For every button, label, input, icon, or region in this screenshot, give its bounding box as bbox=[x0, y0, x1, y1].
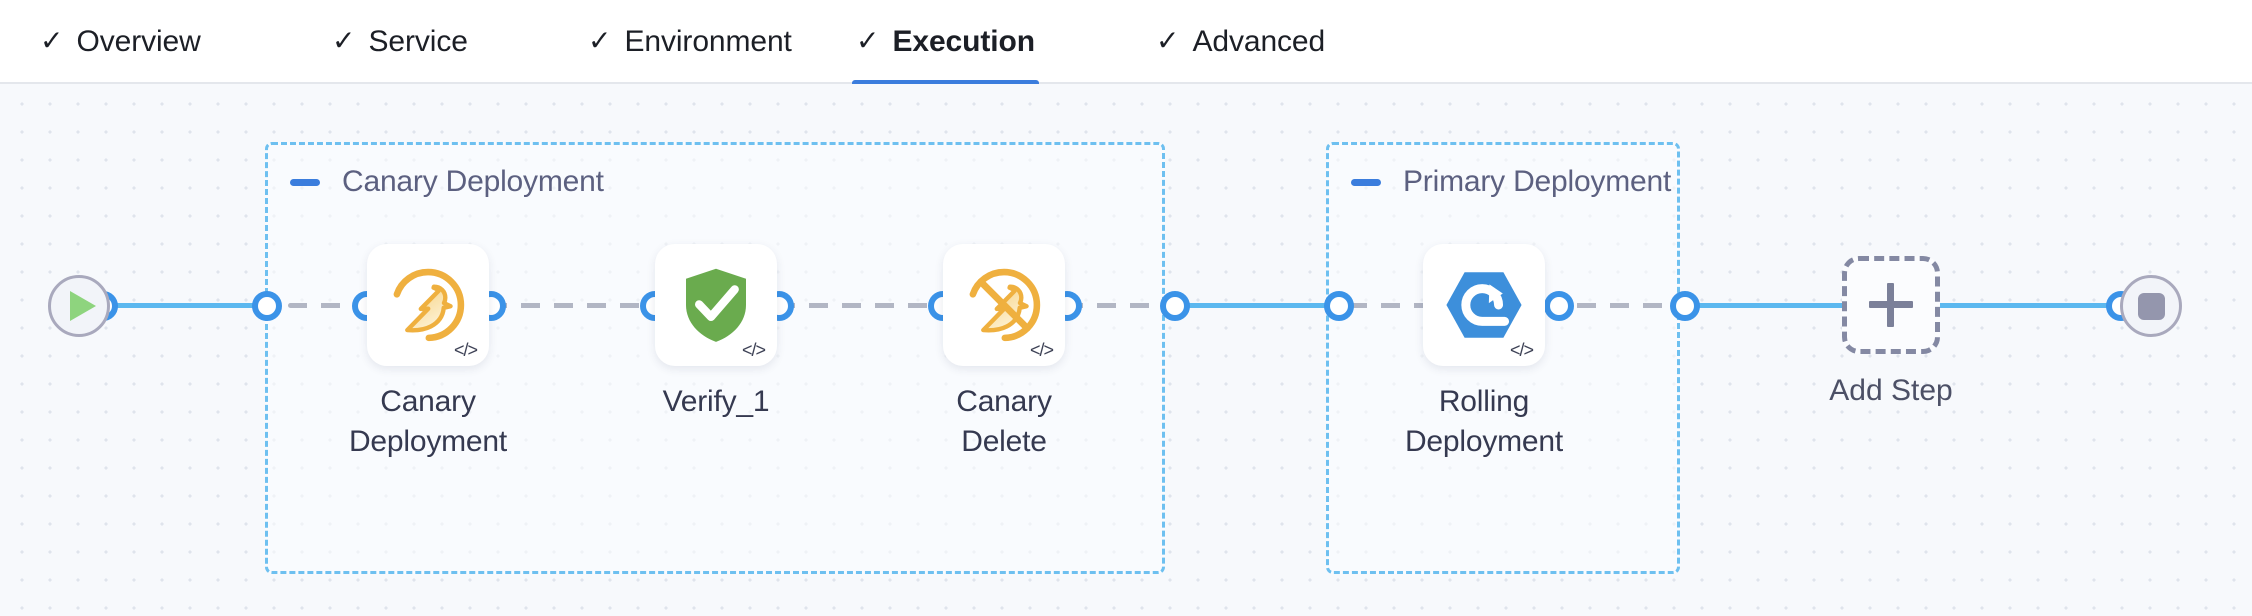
step-card[interactable]: </> bbox=[1423, 244, 1545, 366]
tab-advanced[interactable]: ✓ Advanced bbox=[1152, 0, 1329, 84]
check-icon: ✓ bbox=[332, 25, 356, 56]
edge-canary-delete-to-group-exit bbox=[1064, 303, 1164, 308]
step-card[interactable]: </> bbox=[367, 244, 489, 366]
rolling-deploy-icon bbox=[1444, 268, 1524, 342]
step-card[interactable]: </> bbox=[655, 244, 777, 366]
stop-icon bbox=[2137, 292, 2165, 320]
group-title: Canary Deployment bbox=[342, 165, 604, 198]
tab-label: Service bbox=[368, 25, 468, 58]
tab-label: Overview bbox=[76, 25, 201, 58]
step-verify-1[interactable]: </> Verify_1 bbox=[655, 244, 777, 418]
tab-execution[interactable]: ✓ Execution bbox=[852, 0, 1039, 86]
check-icon: ✓ bbox=[856, 25, 880, 56]
edge-start-to-canary-group bbox=[100, 303, 276, 308]
check-icon: ✓ bbox=[1156, 25, 1180, 56]
canary-bird-icon bbox=[389, 266, 467, 344]
pipeline-end-node[interactable] bbox=[2120, 275, 2182, 337]
step-card[interactable]: </> bbox=[943, 244, 1065, 366]
tab-environment[interactable]: ✓ Environment bbox=[584, 0, 796, 84]
step-canary-deployment[interactable]: </> Canary Deployment bbox=[349, 244, 507, 458]
group-title: Primary Deployment bbox=[1403, 165, 1672, 198]
step-label: Rolling Deployment bbox=[1404, 385, 1564, 458]
edge-primary-group-to-add-step bbox=[1682, 303, 1850, 308]
step-label: Verify_1 bbox=[662, 385, 770, 418]
group-header: Primary Deployment bbox=[1351, 165, 1671, 199]
add-step-box[interactable] bbox=[1842, 256, 1940, 354]
check-icon: ✓ bbox=[40, 25, 64, 56]
port-rolling-output[interactable] bbox=[1544, 291, 1574, 321]
canary-delete-icon bbox=[965, 266, 1043, 344]
minus-icon[interactable] bbox=[290, 178, 320, 186]
port-canary-group-output[interactable] bbox=[1160, 291, 1190, 321]
port-canary-group-input[interactable] bbox=[252, 291, 282, 321]
tab-label: Execution bbox=[892, 25, 1035, 58]
code-icon[interactable]: </> bbox=[741, 340, 766, 360]
add-step-label: Add Step bbox=[1829, 374, 1953, 407]
pipeline-start-node[interactable] bbox=[48, 275, 110, 337]
wizard-tab-bar: ✓ Overview ✓ Service ✓ Environment ✓ Exe… bbox=[0, 0, 2252, 86]
edge-canary-group-to-primary-group bbox=[1172, 303, 1340, 308]
edge-verify-to-canary-delete bbox=[776, 303, 952, 308]
tab-label: Environment bbox=[624, 25, 792, 58]
play-icon bbox=[70, 291, 96, 321]
port-primary-group-input[interactable] bbox=[1324, 291, 1354, 321]
check-icon: ✓ bbox=[588, 25, 612, 56]
step-label: Canary Delete bbox=[956, 385, 1052, 458]
code-icon[interactable]: </> bbox=[1509, 340, 1534, 360]
minus-icon[interactable] bbox=[1351, 178, 1381, 186]
edge-canary-deployment-to-verify bbox=[488, 303, 664, 308]
edge-group-to-rolling-deployment bbox=[1348, 303, 1436, 308]
add-step-button[interactable]: Add Step bbox=[1829, 256, 1953, 407]
group-header: Canary Deployment bbox=[290, 165, 604, 199]
tab-overview[interactable]: ✓ Overview bbox=[36, 0, 205, 84]
code-icon[interactable]: </> bbox=[1029, 340, 1054, 360]
green-shield-check-icon bbox=[678, 265, 754, 345]
step-rolling-deployment[interactable]: </> Rolling Deployment bbox=[1405, 244, 1563, 458]
step-canary-delete[interactable]: </> Canary Delete bbox=[943, 244, 1065, 458]
edge-add-step-to-end bbox=[1938, 303, 2118, 308]
tab-service[interactable]: ✓ Service bbox=[328, 0, 472, 84]
edge-group-to-canary-deployment bbox=[288, 303, 376, 308]
code-icon[interactable]: </> bbox=[453, 340, 478, 360]
tab-label: Advanced bbox=[1192, 25, 1326, 58]
edge-rolling-to-group-exit bbox=[1544, 303, 1674, 308]
step-label: Canary Deployment bbox=[348, 385, 508, 458]
port-primary-group-output[interactable] bbox=[1670, 291, 1700, 321]
pipeline-canvas[interactable]: Canary Deployment Primary Deployment bbox=[0, 84, 2252, 616]
plus-icon bbox=[1868, 282, 1914, 328]
